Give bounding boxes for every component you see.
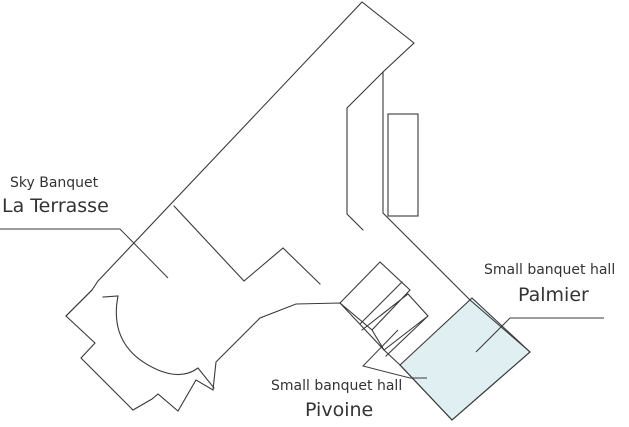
pivoine-leader-line <box>362 329 427 379</box>
pivoine-rooms <box>339 261 429 357</box>
palmier-subtitle: Small banquet hall <box>484 262 616 278</box>
pivoine-label[interactable]: Pivoine <box>305 399 374 421</box>
palmier-label[interactable]: Palmier <box>518 284 589 306</box>
palmier-room-highlight[interactable] <box>399 297 531 421</box>
terrasse-stage-curve <box>102 295 215 389</box>
terrasse-leader-line <box>0 228 169 279</box>
terrasse-inner-wall <box>65 289 93 317</box>
corridor-wall <box>346 71 384 231</box>
side-room <box>387 113 419 217</box>
sky-banquet-subtitle: Sky Banquet <box>10 175 99 191</box>
pivoine-subtitle: Small banquet hall <box>271 378 403 394</box>
terrasse-divider <box>173 205 321 285</box>
la-terrasse-label[interactable]: La Terrasse <box>2 195 109 217</box>
building-outline <box>65 1 531 421</box>
palmier-leader-line <box>475 317 604 353</box>
